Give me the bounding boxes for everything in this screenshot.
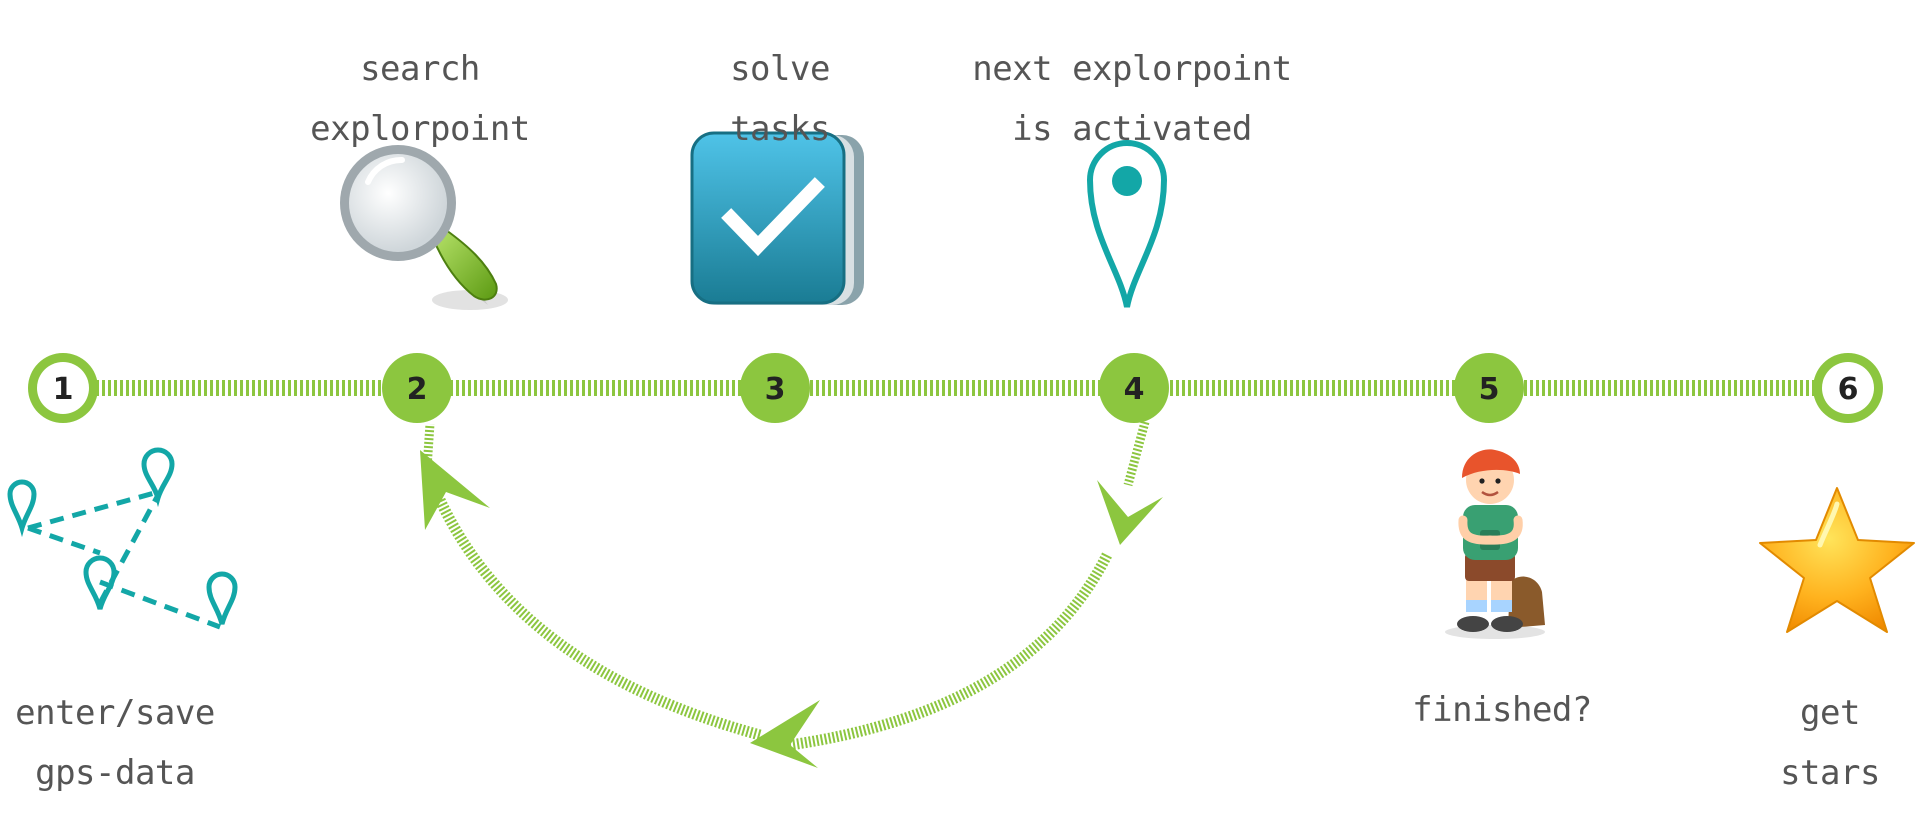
loop-connector-to-2 [422, 423, 435, 469]
step-number: 3 [765, 372, 786, 407]
star-icon [1759, 487, 1915, 633]
step-node-outer-circle [382, 353, 452, 423]
loop-back-arrow [420, 420, 1163, 768]
step-4-node: 4 [1099, 353, 1169, 423]
arrowhead-up-icon [420, 450, 490, 530]
checkbook-icon [690, 131, 864, 305]
loop-arc-3-to-2 [435, 497, 762, 741]
step-1-node: 1 [28, 353, 98, 423]
step-2-node: 2 [382, 353, 452, 423]
step-3-label: solve tasks [730, 49, 830, 149]
step-4-label: next explorpoint is activated [972, 49, 1292, 149]
step-node-inner-circle [1822, 362, 1874, 414]
step-nodes: 1 2 3 4 5 6 [28, 353, 1883, 423]
location-pin-icon [1086, 140, 1168, 308]
step-node-outer-circle [1454, 353, 1524, 423]
gps-pin [7, 479, 37, 538]
step-6-label: get stars [1780, 693, 1880, 793]
step-number: 2 [407, 372, 428, 407]
step-5-node: 5 [1454, 353, 1524, 423]
step-node-outer-circle [740, 353, 810, 423]
loop-arc-4-to-3 [789, 552, 1112, 751]
step-5-label: finished? [1412, 690, 1592, 730]
gps-route-pins-icon [7, 447, 238, 630]
step-number: 6 [1838, 372, 1859, 407]
gps-pin [141, 447, 175, 508]
step-3-node: 3 [740, 353, 810, 423]
arrowhead-down-icon [1097, 480, 1163, 545]
gps-pin [206, 571, 238, 625]
step-node-inner-circle [37, 362, 89, 414]
step-number: 1 [53, 372, 74, 407]
step-2-label: search explorpoint [310, 49, 530, 149]
gps-pin [83, 555, 117, 610]
step-node-outer-circle [1099, 353, 1169, 423]
arrowhead-left-icon [750, 700, 820, 768]
step-number: 4 [1124, 372, 1145, 407]
magnifier-icon [340, 145, 508, 310]
step-number: 5 [1479, 372, 1500, 407]
step-6-node: 6 [1813, 353, 1883, 423]
explorer-boy-icon [1445, 449, 1545, 639]
step-1-label: enter/save gps-data [15, 693, 215, 793]
loop-connector-from-4 [1123, 420, 1150, 487]
